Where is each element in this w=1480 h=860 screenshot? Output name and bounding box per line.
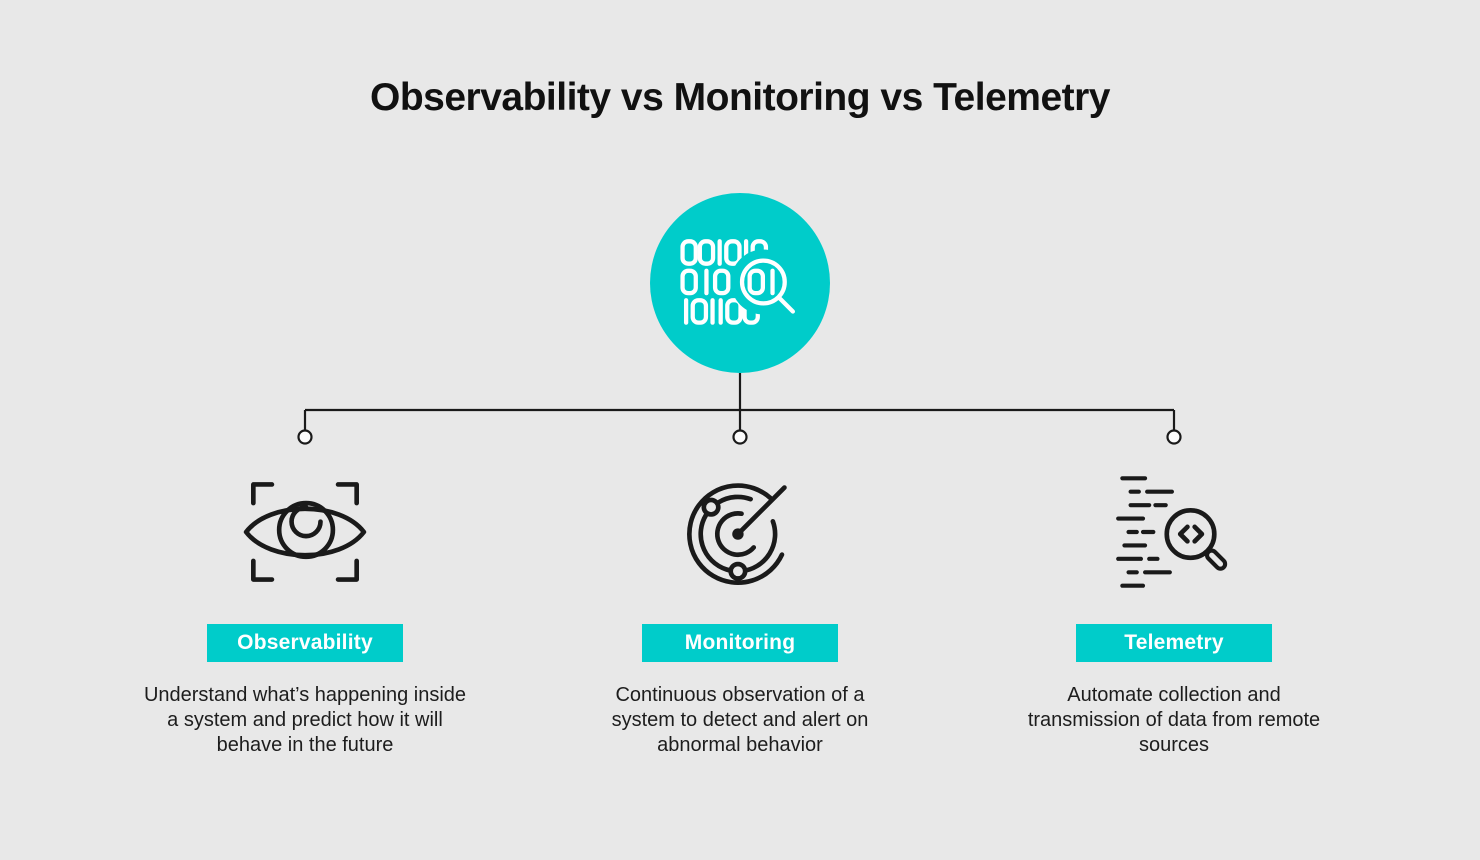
description-line: system to detect and alert on xyxy=(611,709,869,731)
description-line: Understand what’s happening inside xyxy=(143,684,467,706)
description-line: transmission of data from remote xyxy=(1027,709,1321,731)
code-search-icon xyxy=(1116,476,1228,588)
monitoring-label: Monitoring xyxy=(684,631,796,654)
description-line: sources xyxy=(1138,734,1210,756)
page-title: Observability vs Monitoring vs Telemetry xyxy=(369,76,1111,119)
observability-description: Understand what’s happening inside a sys… xyxy=(144,683,466,758)
observability-label: Observability xyxy=(237,631,373,654)
eye-scan-icon xyxy=(243,482,367,582)
description-line: a system and predict how it will xyxy=(167,709,443,731)
description-line: Continuous observation of a xyxy=(615,684,865,706)
radar-icon xyxy=(687,483,787,585)
branch-observability: Observability Understand what’s happenin… xyxy=(95,470,515,758)
description-line: Automate collection and xyxy=(1067,684,1281,706)
description-line: behave in the future xyxy=(216,734,394,756)
description-line: abnormal behavior xyxy=(657,734,823,756)
telemetry-label: Telemetry xyxy=(1124,631,1224,654)
monitoring-label-chip: Monitoring xyxy=(642,624,838,662)
branch-monitoring: Monitoring Continuous observation of a s… xyxy=(530,470,950,758)
hub-circle xyxy=(650,193,830,373)
binary-search-icon xyxy=(680,239,796,325)
telemetry-description: Automate collection and transmission of … xyxy=(1028,683,1320,758)
branch-telemetry: Telemetry Automate collection and transm… xyxy=(964,470,1384,758)
monitoring-description: Continuous observation of a system to de… xyxy=(612,683,869,758)
telemetry-label-chip: Telemetry xyxy=(1076,624,1272,662)
observability-label-chip: Observability xyxy=(207,624,403,662)
